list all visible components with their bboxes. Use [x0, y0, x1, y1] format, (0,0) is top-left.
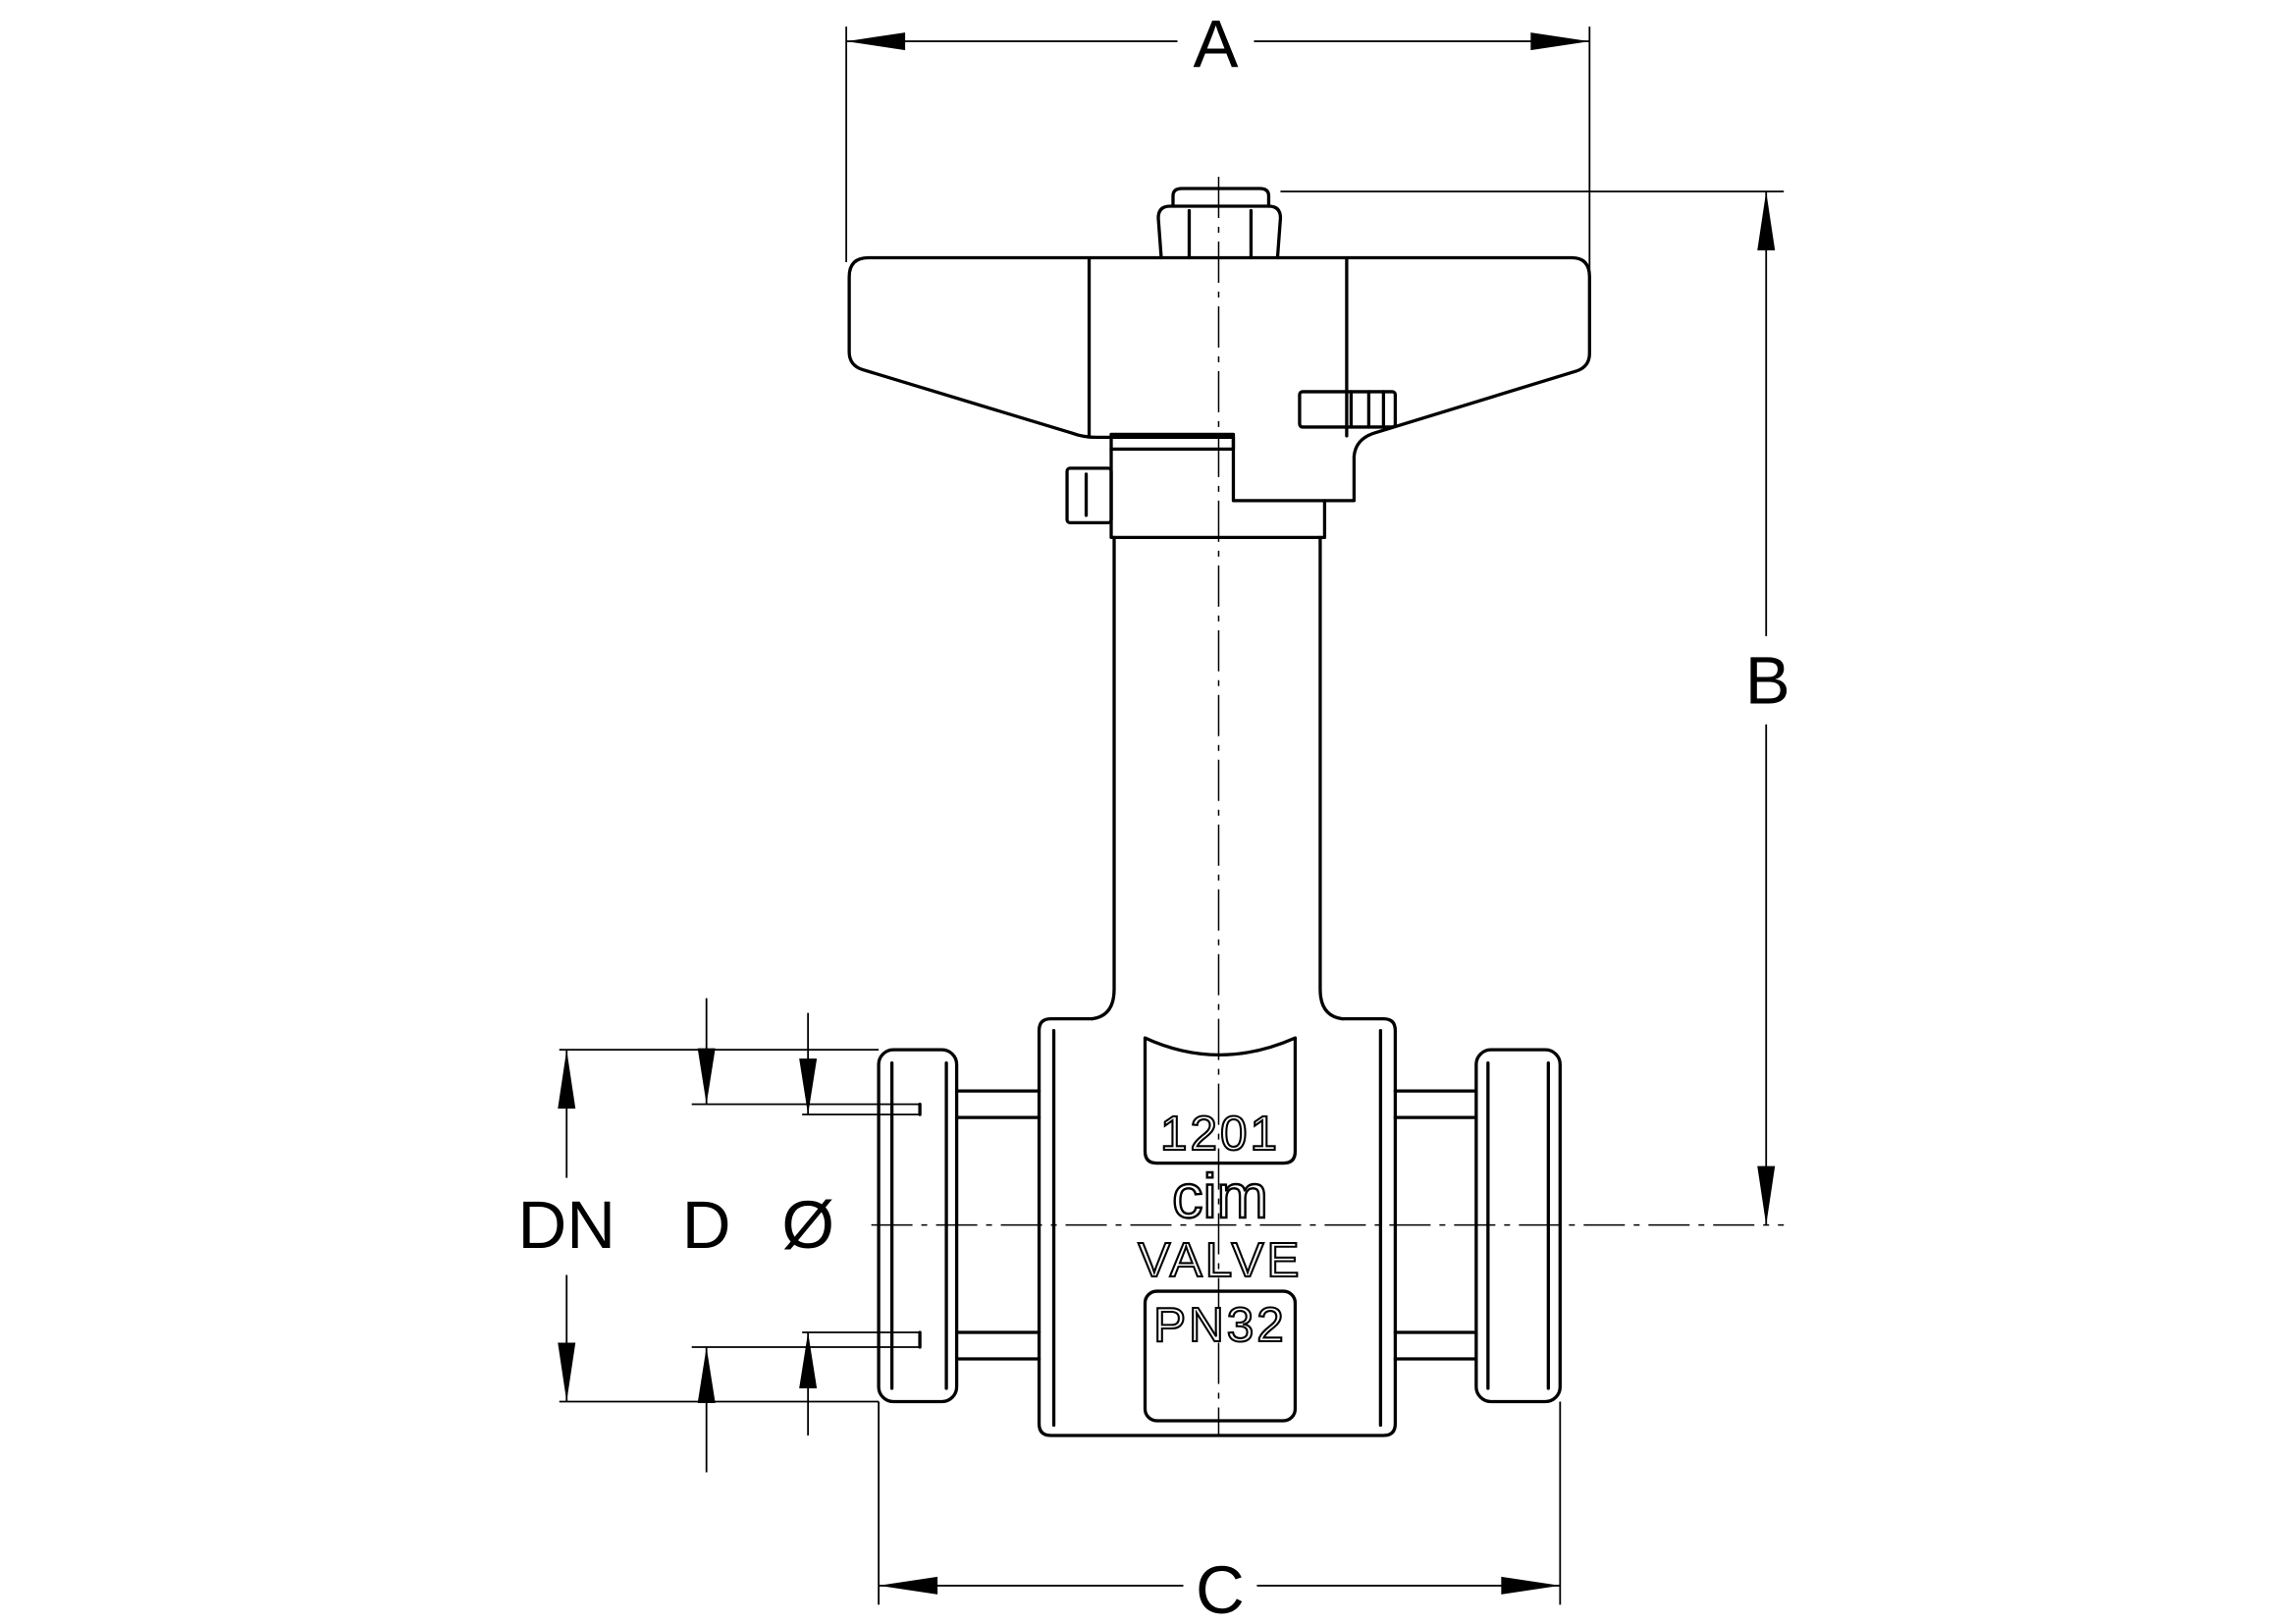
brand-logo-marking: cim [1172, 1163, 1268, 1231]
top-nut-cap [1171, 187, 1271, 208]
dimension-a-arrow-left [846, 32, 906, 51]
dimension-c-arrow-right [1501, 1576, 1561, 1595]
valve-body: 1201 cim VALVE PN32 [1037, 1017, 1398, 1437]
left-end-connection [877, 1048, 1041, 1404]
dimension-b-arrow-bottom [1757, 1165, 1776, 1225]
dimension-diameter-label: Ø [781, 1187, 834, 1263]
dimension-dn-arrow-top [558, 1050, 576, 1110]
dimension-b-label: B [1745, 642, 1790, 718]
dimension-c: C [878, 1401, 1562, 1624]
marking-plate-bottom [1143, 1289, 1298, 1423]
model-number-marking: 1201 [1160, 1107, 1280, 1161]
stem-right-edge [1318, 535, 1345, 1021]
stem-collar [1065, 432, 1327, 540]
valve-type-marking: VALVE [1138, 1233, 1302, 1287]
dimension-d-label: D [682, 1187, 731, 1263]
extended-stem [1090, 535, 1345, 1021]
collar-body [1109, 447, 1327, 540]
dimension-a-arrow-right [1530, 32, 1590, 51]
dimension-dn: DN [517, 1049, 880, 1403]
collar-slot [1109, 432, 1236, 452]
dimension-c-label: C [1196, 1552, 1245, 1624]
lock-lever [1065, 466, 1113, 525]
dimension-dn-label: DN [517, 1187, 615, 1263]
body-outline [1037, 1017, 1398, 1437]
right-union-nut [1474, 1048, 1562, 1404]
dimension-d: D [682, 998, 921, 1473]
dimension-d-arrow-top [697, 1048, 716, 1105]
handle-outline [847, 255, 1591, 503]
left-union-nut [877, 1048, 959, 1404]
dimension-diameter-arrow-top [799, 1058, 818, 1115]
handle-indicator [1298, 390, 1398, 429]
top-nut [1156, 187, 1283, 260]
marking-plate-top [1143, 1036, 1298, 1165]
dimension-b-arrow-top [1757, 191, 1776, 250]
dimension-b: B [1280, 190, 1790, 1225]
pressure-rating-marking: PN32 [1153, 1298, 1287, 1352]
dimension-diameter-arrow-bottom [799, 1332, 818, 1388]
dimension-dn-arrow-bottom [558, 1342, 576, 1402]
t-handle [847, 255, 1591, 503]
dimension-a: A [845, 7, 1591, 273]
dimension-diameter: Ø [781, 1012, 921, 1435]
dimension-a-label: A [1193, 7, 1238, 82]
top-nut-body [1156, 204, 1283, 260]
dimension-c-arrow-left [879, 1576, 938, 1595]
right-end-connection [1393, 1048, 1562, 1404]
dimension-d-arrow-bottom [697, 1347, 716, 1403]
stem-left-edge [1090, 535, 1116, 1021]
